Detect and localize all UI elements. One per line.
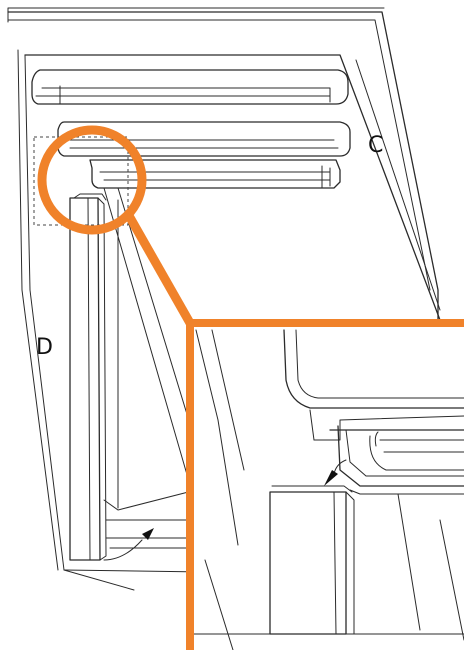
label-d: D	[36, 335, 53, 360]
magnified-inset	[189, 323, 464, 650]
blind-top-cassette	[31, 69, 349, 105]
blind-second-cassette	[57, 121, 351, 157]
callout-circle	[37, 125, 147, 235]
callout-connector	[124, 211, 194, 326]
side-rail-d	[69, 193, 107, 561]
bottom-arrow	[103, 528, 154, 561]
callout-magnifier	[37, 125, 464, 650]
label-c: C	[368, 133, 383, 158]
